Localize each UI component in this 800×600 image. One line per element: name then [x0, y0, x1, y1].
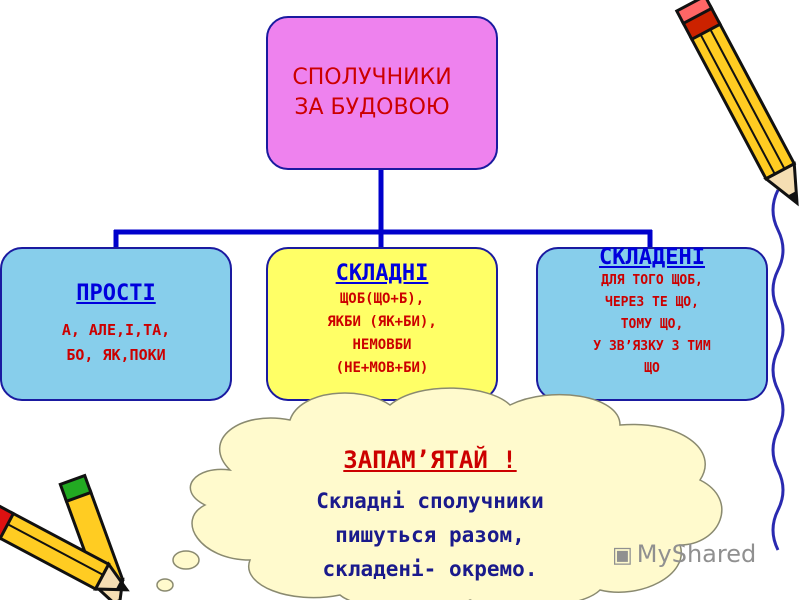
- root-line-2: ЗА БУДОВОЮ: [294, 95, 450, 120]
- branch-complex: СКЛАДНІ ЩОБ(ЩО+Б), ЯКБИ (ЯК+БИ), НЕМОВБИ…: [266, 247, 498, 401]
- reminder-note: ЗАПАМ’ЯТАЙ ! Складні сполучники пишуться…: [250, 440, 610, 586]
- pencil-bottom-left-red: [0, 503, 130, 592]
- presentation-icon: ▣: [612, 543, 633, 568]
- root-node: СПОЛУЧНИКИ ЗА БУДОВОЮ: [266, 16, 498, 170]
- reminder-heading: ЗАПАМ’ЯТАЙ !: [343, 446, 517, 474]
- watermark-logo: ▣MyShared: [612, 540, 756, 568]
- branch-simple-title: ПРОСТІ: [76, 281, 156, 306]
- cloud-shape: [156, 387, 723, 600]
- wavy-line: [771, 189, 785, 551]
- root-line-1: СПОЛУЧНИКИ: [292, 65, 452, 90]
- pencil-top-right: [674, 0, 799, 207]
- branch-compound-text: ДЛЯ ТОГО ЩОБ, ЧЕРЕЗ ТЕ ЩО, ТОМУ ЩО, У ЗВ…: [593, 273, 711, 376]
- branch-complex-text: ЩОБ(ЩО+Б), ЯКБИ (ЯК+БИ), НЕМОВБИ (НЕ+МОВ…: [327, 291, 437, 376]
- branch-complex-title: СКЛАДНІ: [335, 261, 429, 286]
- branch-compound-title: СКЛАДЕНІ: [599, 245, 705, 270]
- branch-compound: СКЛАДЕНІ ДЛЯ ТОГО ЩОБ, ЧЕРЕЗ ТЕ ЩО, ТОМУ…: [536, 245, 768, 401]
- branch-simple-text: А, АЛЕ,І,ТА, БО, ЯК,ПОКИ: [61, 321, 171, 364]
- branch-simple: ПРОСТІ А, АЛЕ,І,ТА, БО, ЯК,ПОКИ: [0, 247, 232, 401]
- reminder-body: Складні сполучники пишуться разом, склад…: [316, 489, 544, 581]
- watermark-text: MyShared: [636, 540, 757, 568]
